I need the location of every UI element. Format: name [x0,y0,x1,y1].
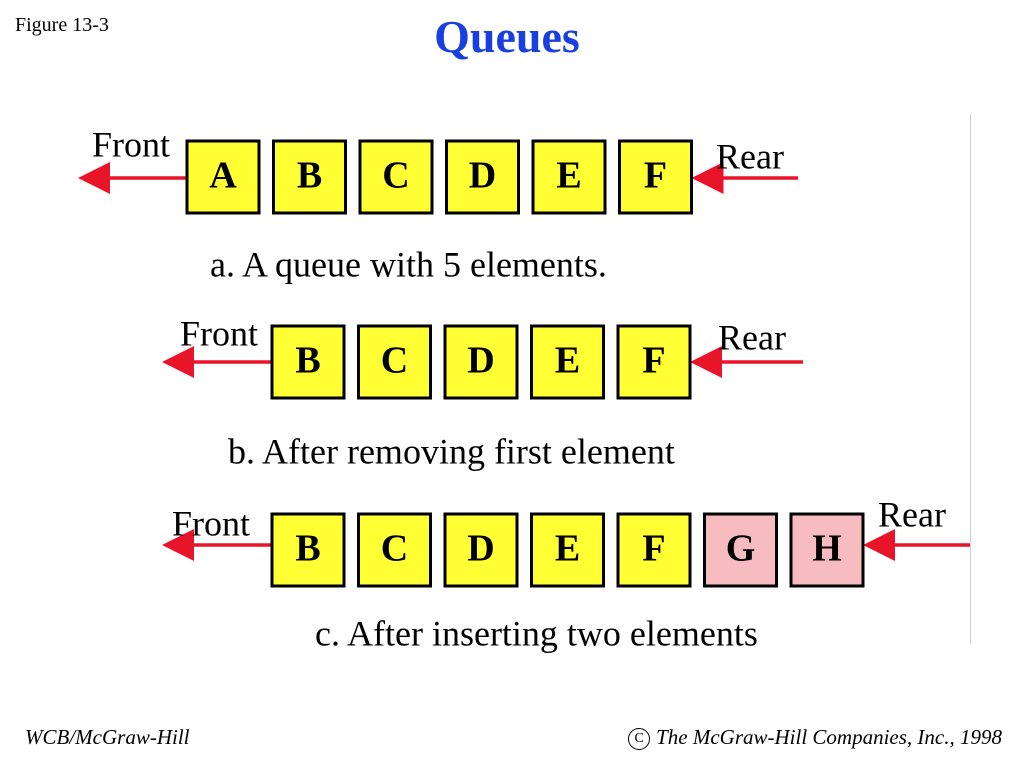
rear-label-0: Rear [716,136,784,176]
queue-element-box-2-3 [530,512,605,588]
queue-element-label-2-3: E [555,528,580,570]
front-arrow-0-head [78,162,110,194]
queue-element-label-1-1: C [381,340,408,382]
queue-element-label-2-5: G [726,528,756,570]
divider-line [970,114,971,644]
rear-label-2: Rear [878,494,946,534]
diagram-caption-1: b. After removing first element [228,431,675,471]
queue-element-label-1-4: F [642,340,665,382]
rear-arrow-2-head [863,529,895,561]
front-arrow-2-head [162,529,194,561]
queue-element-box-1-2 [443,324,519,400]
rear-arrow-1-head [690,346,722,378]
queue-element-label-2-1: C [381,528,408,570]
queue-element-label-2-6: H [812,528,842,570]
queue-element-label-0-3: D [469,155,496,197]
queue-element-box-0-4 [531,139,607,215]
diagram-caption-2: c. After inserting two elements [315,613,758,653]
footer-copyright-text: The McGraw-Hill Companies, Inc., 1998 [656,725,1002,749]
queue-element-label-0-4: E [556,155,581,197]
rear-label-1: Rear [718,317,786,357]
queue-element-label-0-5: F [644,155,667,197]
slide-title: Queues [434,11,580,62]
diagram-caption-0: a. A queue with 5 elements. [210,244,607,284]
queue-element-box-2-5 [703,512,778,588]
queue-element-box-2-2 [443,512,519,588]
queue-element-box-1-4 [616,324,692,400]
queue-element-box-2-4 [616,512,692,588]
queue-element-label-2-2: D [467,528,494,570]
queue-element-label-0-1: B [297,155,322,197]
queue-element-label-1-0: B [295,340,320,382]
queue-element-box-1-1 [357,324,432,400]
queue-element-label-0-2: C [382,155,409,197]
queue-element-label-1-2: D [467,340,494,382]
queue-element-box-2-6 [789,512,865,588]
queue-element-box-2-1 [357,512,432,588]
queue-element-box-1-0 [270,324,346,400]
queue-element-label-0-0: A [209,155,237,197]
queue-element-label-1-3: E [555,340,580,382]
queue-element-label-2-4: F [642,528,665,570]
footer-publisher: WCB/McGraw-Hill [25,725,190,749]
front-arrow-1-head [162,346,194,378]
front-label-2: Front [172,503,250,543]
queue-element-box-0-1 [272,139,347,215]
rear-arrow-0-head [691,162,724,194]
queue-element-box-0-2 [358,139,434,215]
queue-element-box-0-5 [618,139,693,215]
queue-element-box-1-3 [530,324,605,400]
queue-element-box-0-3 [445,139,520,215]
front-label-1: Front [180,313,258,353]
queue-element-label-2-0: B [295,528,320,570]
front-label-0: Front [92,124,170,164]
copyright-icon: C [628,728,651,750]
figure-label: Figure 13-3 [15,14,109,36]
queue-element-box-2-0 [270,512,346,588]
queue-element-box-0-0 [185,139,261,215]
